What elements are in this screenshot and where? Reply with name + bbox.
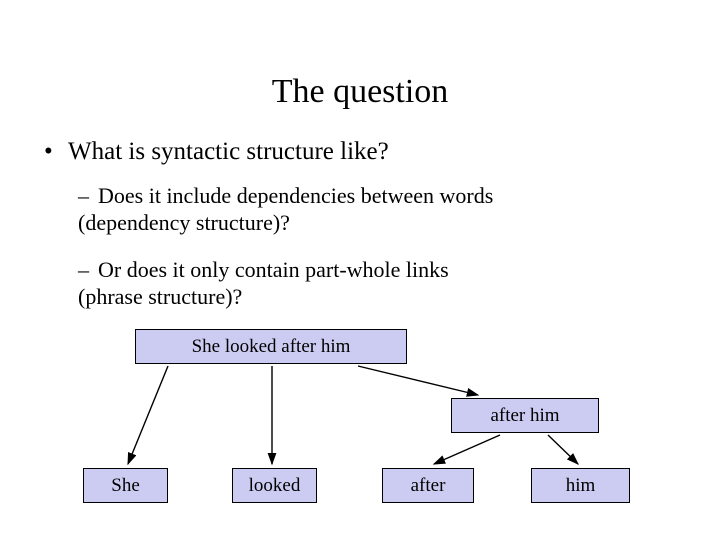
- tree-node-after[interactable]: after: [382, 468, 474, 503]
- page-title: The question: [271, 73, 449, 110]
- bullet-level2-phrase: –Or does it only contain part-whole link…: [78, 256, 449, 310]
- bullet-level2-line1: Does it include dependencies between wor…: [98, 183, 494, 208]
- edge-afterhim-after: [432, 434, 501, 465]
- bullet-marker: –: [78, 183, 89, 208]
- bullet-marker: –: [78, 257, 89, 282]
- bullet-level1-text: What is syntactic structure like?: [68, 138, 389, 165]
- tree-node-sentence[interactable]: She looked after him: [135, 329, 407, 364]
- tree-node-looked[interactable]: looked: [232, 468, 317, 503]
- bullet-level2-line2: (phrase structure)?: [78, 284, 243, 309]
- bullet-marker: •: [44, 138, 53, 165]
- bullet-level2-line2: (dependency structure)?: [78, 210, 290, 235]
- bullet-level2-dependency: –Does it include dependencies between wo…: [78, 182, 493, 236]
- bullet-level2-line1: Or does it only contain part-whole links: [98, 257, 449, 282]
- tree-node-him[interactable]: him: [531, 468, 630, 503]
- edge-afterhim-him: [547, 434, 580, 465]
- tree-node-after-him[interactable]: after him: [451, 398, 599, 433]
- bullet-level1: • What is syntactic structure like?: [44, 136, 389, 168]
- edge-sentence-afterhim: [357, 365, 480, 397]
- edge-sentence-she: [127, 365, 169, 466]
- tree-node-she[interactable]: She: [83, 468, 168, 503]
